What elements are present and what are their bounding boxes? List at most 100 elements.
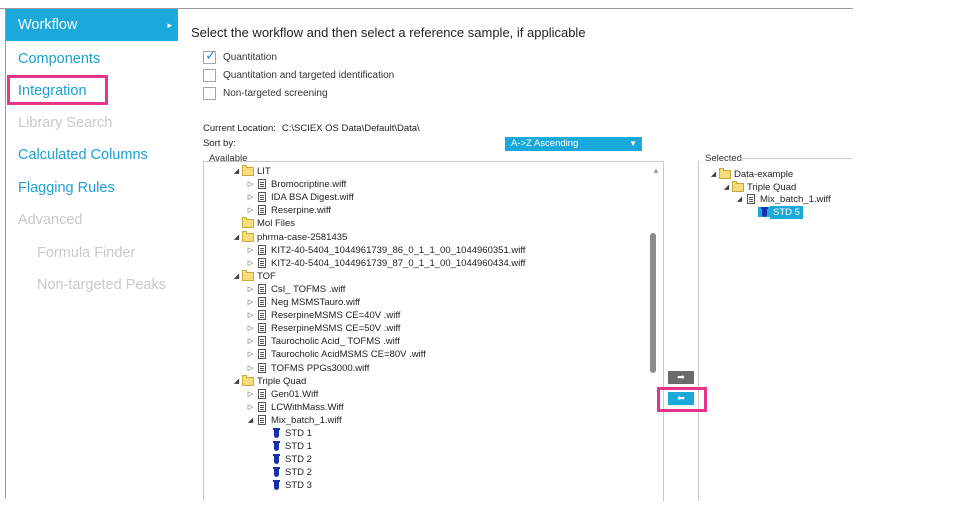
sidebar-item-calculated-columns[interactable]: Calculated Columns xyxy=(6,139,148,171)
page-title: Select the workflow and then select a re… xyxy=(191,25,586,40)
sidebar-item-label: Workflow xyxy=(18,17,78,33)
folder-icon xyxy=(719,168,731,179)
tree-item-label: Mol Files xyxy=(257,218,296,230)
sidebar-item-label: Integration xyxy=(18,83,87,99)
non-targeted-checkbox[interactable] xyxy=(203,87,216,100)
collapse-icon[interactable]: ◢ xyxy=(710,171,717,178)
integration-highlight xyxy=(7,75,108,105)
sample-vial-icon xyxy=(270,454,282,465)
sidebar-item-label: Calculated Columns xyxy=(18,147,148,163)
quantitation-targeted-checkbox[interactable] xyxy=(203,69,216,82)
option-label: Non-targeted screening xyxy=(223,88,328,99)
tree-item-label: phrma-case-2581435 xyxy=(257,231,348,243)
file-icon xyxy=(256,192,268,203)
sort-select[interactable]: A->Z Ascending ▼ xyxy=(505,137,642,151)
sort-value: A->Z Ascending xyxy=(511,138,579,149)
tree-item-label: Neg MSMSTauro.wiff xyxy=(271,297,361,308)
expand-icon[interactable]: ▷ xyxy=(247,338,254,346)
expand-icon[interactable]: ▷ xyxy=(247,325,254,333)
checkmark-icon: ✓ xyxy=(205,47,217,63)
tree-item-label: Data-example xyxy=(734,169,794,180)
collapse-icon[interactable]: ◢ xyxy=(723,183,730,191)
expand-icon[interactable]: ▷ xyxy=(247,259,254,267)
folder-icon xyxy=(242,374,254,386)
left-border xyxy=(5,8,6,498)
sort-label: Sort by: xyxy=(203,138,236,149)
folder-icon xyxy=(242,269,254,281)
chevron-right-icon: ▸ xyxy=(167,20,172,30)
expand-icon[interactable]: ▷ xyxy=(247,207,254,215)
tree-item-label: Mix_batch_1.wiff xyxy=(271,414,342,426)
tree-item-label: STD 1 xyxy=(285,428,312,439)
arrow-right-icon: ➡ xyxy=(677,372,685,382)
tree-item-label: KIT2-40-5404_1044961739_86_0_1_1_00_1044… xyxy=(271,244,526,256)
collapse-icon[interactable]: ◢ xyxy=(233,168,240,175)
file-icon xyxy=(256,283,268,294)
file-icon xyxy=(256,388,268,399)
file-icon xyxy=(256,205,268,216)
option-label: Quantitation and targeted identification xyxy=(223,70,395,81)
expand-icon[interactable]: ▷ xyxy=(247,351,254,359)
sidebar-item-flagging-rules[interactable]: Flagging Rules xyxy=(6,172,115,204)
expand-icon[interactable]: ▷ xyxy=(247,181,254,189)
file-icon xyxy=(256,336,268,347)
location-value: C:\SCIEX OS Data\Default\Data\ xyxy=(281,123,420,134)
arrow-left-icon: ⬅ xyxy=(677,393,685,403)
tree-item-label: Taurocholic AcidMSMS CE=80V .wiff xyxy=(271,349,426,361)
tree-item-label: STD 1 xyxy=(285,441,312,453)
expand-icon[interactable]: ▷ xyxy=(247,364,254,372)
chevron-down-icon: ▼ xyxy=(629,139,637,148)
file-icon xyxy=(256,297,268,307)
expand-icon[interactable]: ▷ xyxy=(247,285,254,293)
sidebar-item-components[interactable]: Components xyxy=(6,43,100,75)
tree-item-label: STD 2 xyxy=(285,454,312,466)
remove-from-selected-button[interactable]: ⬅ xyxy=(668,392,694,405)
sidebar-item-label: Formula Finder xyxy=(37,245,136,261)
top-divider xyxy=(0,8,853,9)
tree-item-label: CsI_ TOFMS .wiff xyxy=(271,283,346,295)
expand-icon[interactable]: ▷ xyxy=(247,246,254,254)
file-icon xyxy=(256,323,268,334)
expand-icon[interactable]: ▷ xyxy=(247,299,254,306)
file-icon xyxy=(256,401,268,412)
expand-icon[interactable]: ▷ xyxy=(247,390,254,398)
collapse-icon[interactable]: ◢ xyxy=(233,272,240,280)
selected-tree[interactable]: ◢Data-example◢Triple Quad◢Mix_batch_1.wi… xyxy=(698,161,858,501)
file-icon xyxy=(745,194,757,205)
sidebar-item-label: Non-targeted Peaks xyxy=(37,277,166,293)
add-to-selected-button[interactable]: ➡ xyxy=(668,371,694,384)
tree-item-label: Reserpine.wiff xyxy=(271,205,332,217)
collapse-icon[interactable]: ◢ xyxy=(233,233,240,241)
current-location: Current Location:C:\SCIEX OS Data\Defaul… xyxy=(203,123,426,134)
tree-item-label: STD 2 xyxy=(285,467,312,479)
tree-item-label: Triple Quad xyxy=(257,375,307,387)
collapse-icon[interactable]: ◢ xyxy=(736,196,743,204)
sidebar: Workflow ▸ Components Integration Librar… xyxy=(6,9,178,499)
tree-item-label: ReserpineMSMS CE=50V .wiff xyxy=(271,323,401,335)
file-icon xyxy=(256,257,268,268)
option-label: Quantitation xyxy=(223,52,277,63)
sidebar-item-workflow[interactable]: Workflow ▸ xyxy=(6,9,178,41)
selected-label: Selected xyxy=(705,153,742,164)
collapse-icon[interactable]: ◢ xyxy=(247,416,254,424)
sidebar-item-integration[interactable]: Integration xyxy=(6,75,87,107)
sample-vial-icon xyxy=(270,480,282,491)
collapse-icon[interactable]: ◢ xyxy=(233,377,240,385)
folder-icon xyxy=(242,217,254,229)
tree-item-label: STD 3 xyxy=(285,480,312,492)
available-label: Available xyxy=(209,153,248,164)
quantitation-checkbox[interactable]: ✓ xyxy=(203,47,217,64)
file-icon xyxy=(256,244,268,255)
scrollbar-thumb[interactable] xyxy=(650,233,656,373)
expand-icon[interactable]: ▷ xyxy=(247,312,254,320)
sample-vial-icon xyxy=(758,207,770,218)
expand-icon[interactable]: ▷ xyxy=(247,403,254,411)
tree-item-label: ReserpineMSMS CE=40V .wiff xyxy=(271,310,401,322)
expand-icon[interactable]: ▷ xyxy=(247,194,254,202)
sample-vial-icon xyxy=(270,467,282,478)
tree-item-label: KIT2-40-5404_1044961739_87_0_1_1_00_1044… xyxy=(271,257,526,269)
scroll-up-icon[interactable]: ▲ xyxy=(652,166,660,175)
tree-item-label: Triple Quad xyxy=(747,181,797,193)
available-tree[interactable]: ◢LIT▷Bromocriptine.wiff▷IDA BSA Digest.w… xyxy=(203,161,664,501)
sidebar-item-label: Flagging Rules xyxy=(18,180,115,196)
